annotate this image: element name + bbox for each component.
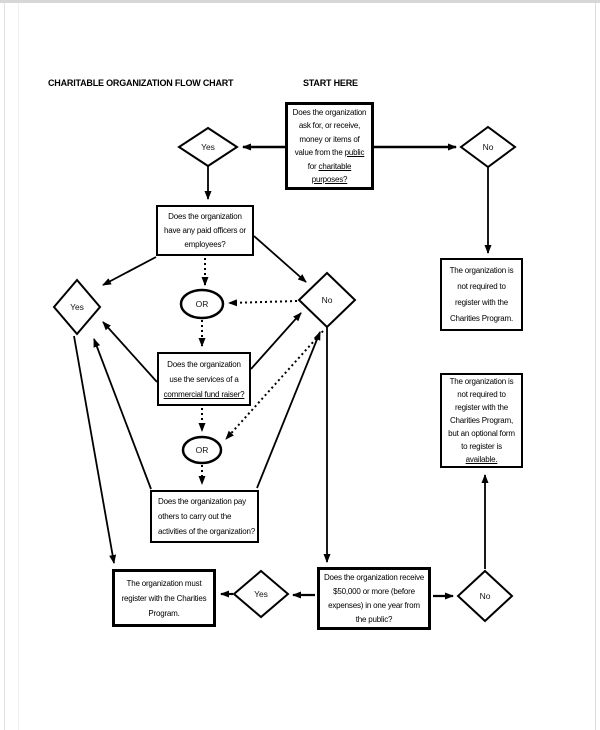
fund-raiser-box: Does the organization use the services o… <box>157 352 251 406</box>
optional-form-box: The organization is not required to regi… <box>440 373 523 468</box>
decision-no-top <box>459 125 517 169</box>
page-border-right <box>595 3 596 730</box>
decision-no-mid <box>297 271 357 329</box>
decision-yes-left <box>52 278 102 336</box>
decision-no-mid-label: No <box>322 295 333 305</box>
start-box: Does the organization ask for, or receiv… <box>285 102 374 190</box>
or-ellipse-1 <box>179 288 225 320</box>
must-register-box: The organization must register with the … <box>112 569 216 627</box>
arrow-paid-officers-to-yes-left <box>102 256 157 286</box>
decision-yes-left-label: Yes <box>70 302 84 312</box>
arrow-pay-others-to-yes-left <box>93 338 152 490</box>
arrow-paid-officers-to-no-mid <box>253 235 307 283</box>
decision-yes-bottom-label: Yes <box>254 589 268 599</box>
decision-yes-bottom <box>232 569 290 619</box>
decision-yes-top <box>177 126 239 168</box>
page-title: CHARITABLE ORGANIZATION FLOW CHART <box>48 78 234 88</box>
or1-label: OR <box>196 299 209 309</box>
arrow-yes-left-to-must-register <box>73 335 117 564</box>
arrow-fund-raiser-to-no-mid <box>250 312 302 370</box>
receive-50k-box: Does the organization receive $50,000 or… <box>317 567 431 630</box>
pay-others-box: Does the organization pay others to carr… <box>150 490 259 543</box>
decision-yes-top-label: Yes <box>201 142 215 152</box>
or-ellipse-2 <box>181 435 223 465</box>
dotted-no-mid-to-or2 <box>225 330 324 440</box>
arrow-pay-others-to-no-mid <box>256 331 321 489</box>
decision-no-top-label: No <box>483 142 494 152</box>
or2-label: OR <box>196 445 209 455</box>
page-border-top <box>0 0 600 3</box>
decision-no-bottom <box>456 569 514 623</box>
dotted-no-mid-to-or1 <box>228 299 298 307</box>
not-required-box: The organization is not required to regi… <box>440 258 523 331</box>
page-border-left <box>4 3 5 730</box>
arrow-fund-raiser-to-yes-left <box>102 321 158 383</box>
start-here-label: START HERE <box>303 78 358 88</box>
paid-officers-box: Does the organization have any paid offi… <box>156 205 254 256</box>
decision-no-bottom-label: No <box>480 591 491 601</box>
page-border-left-inner <box>18 3 19 730</box>
